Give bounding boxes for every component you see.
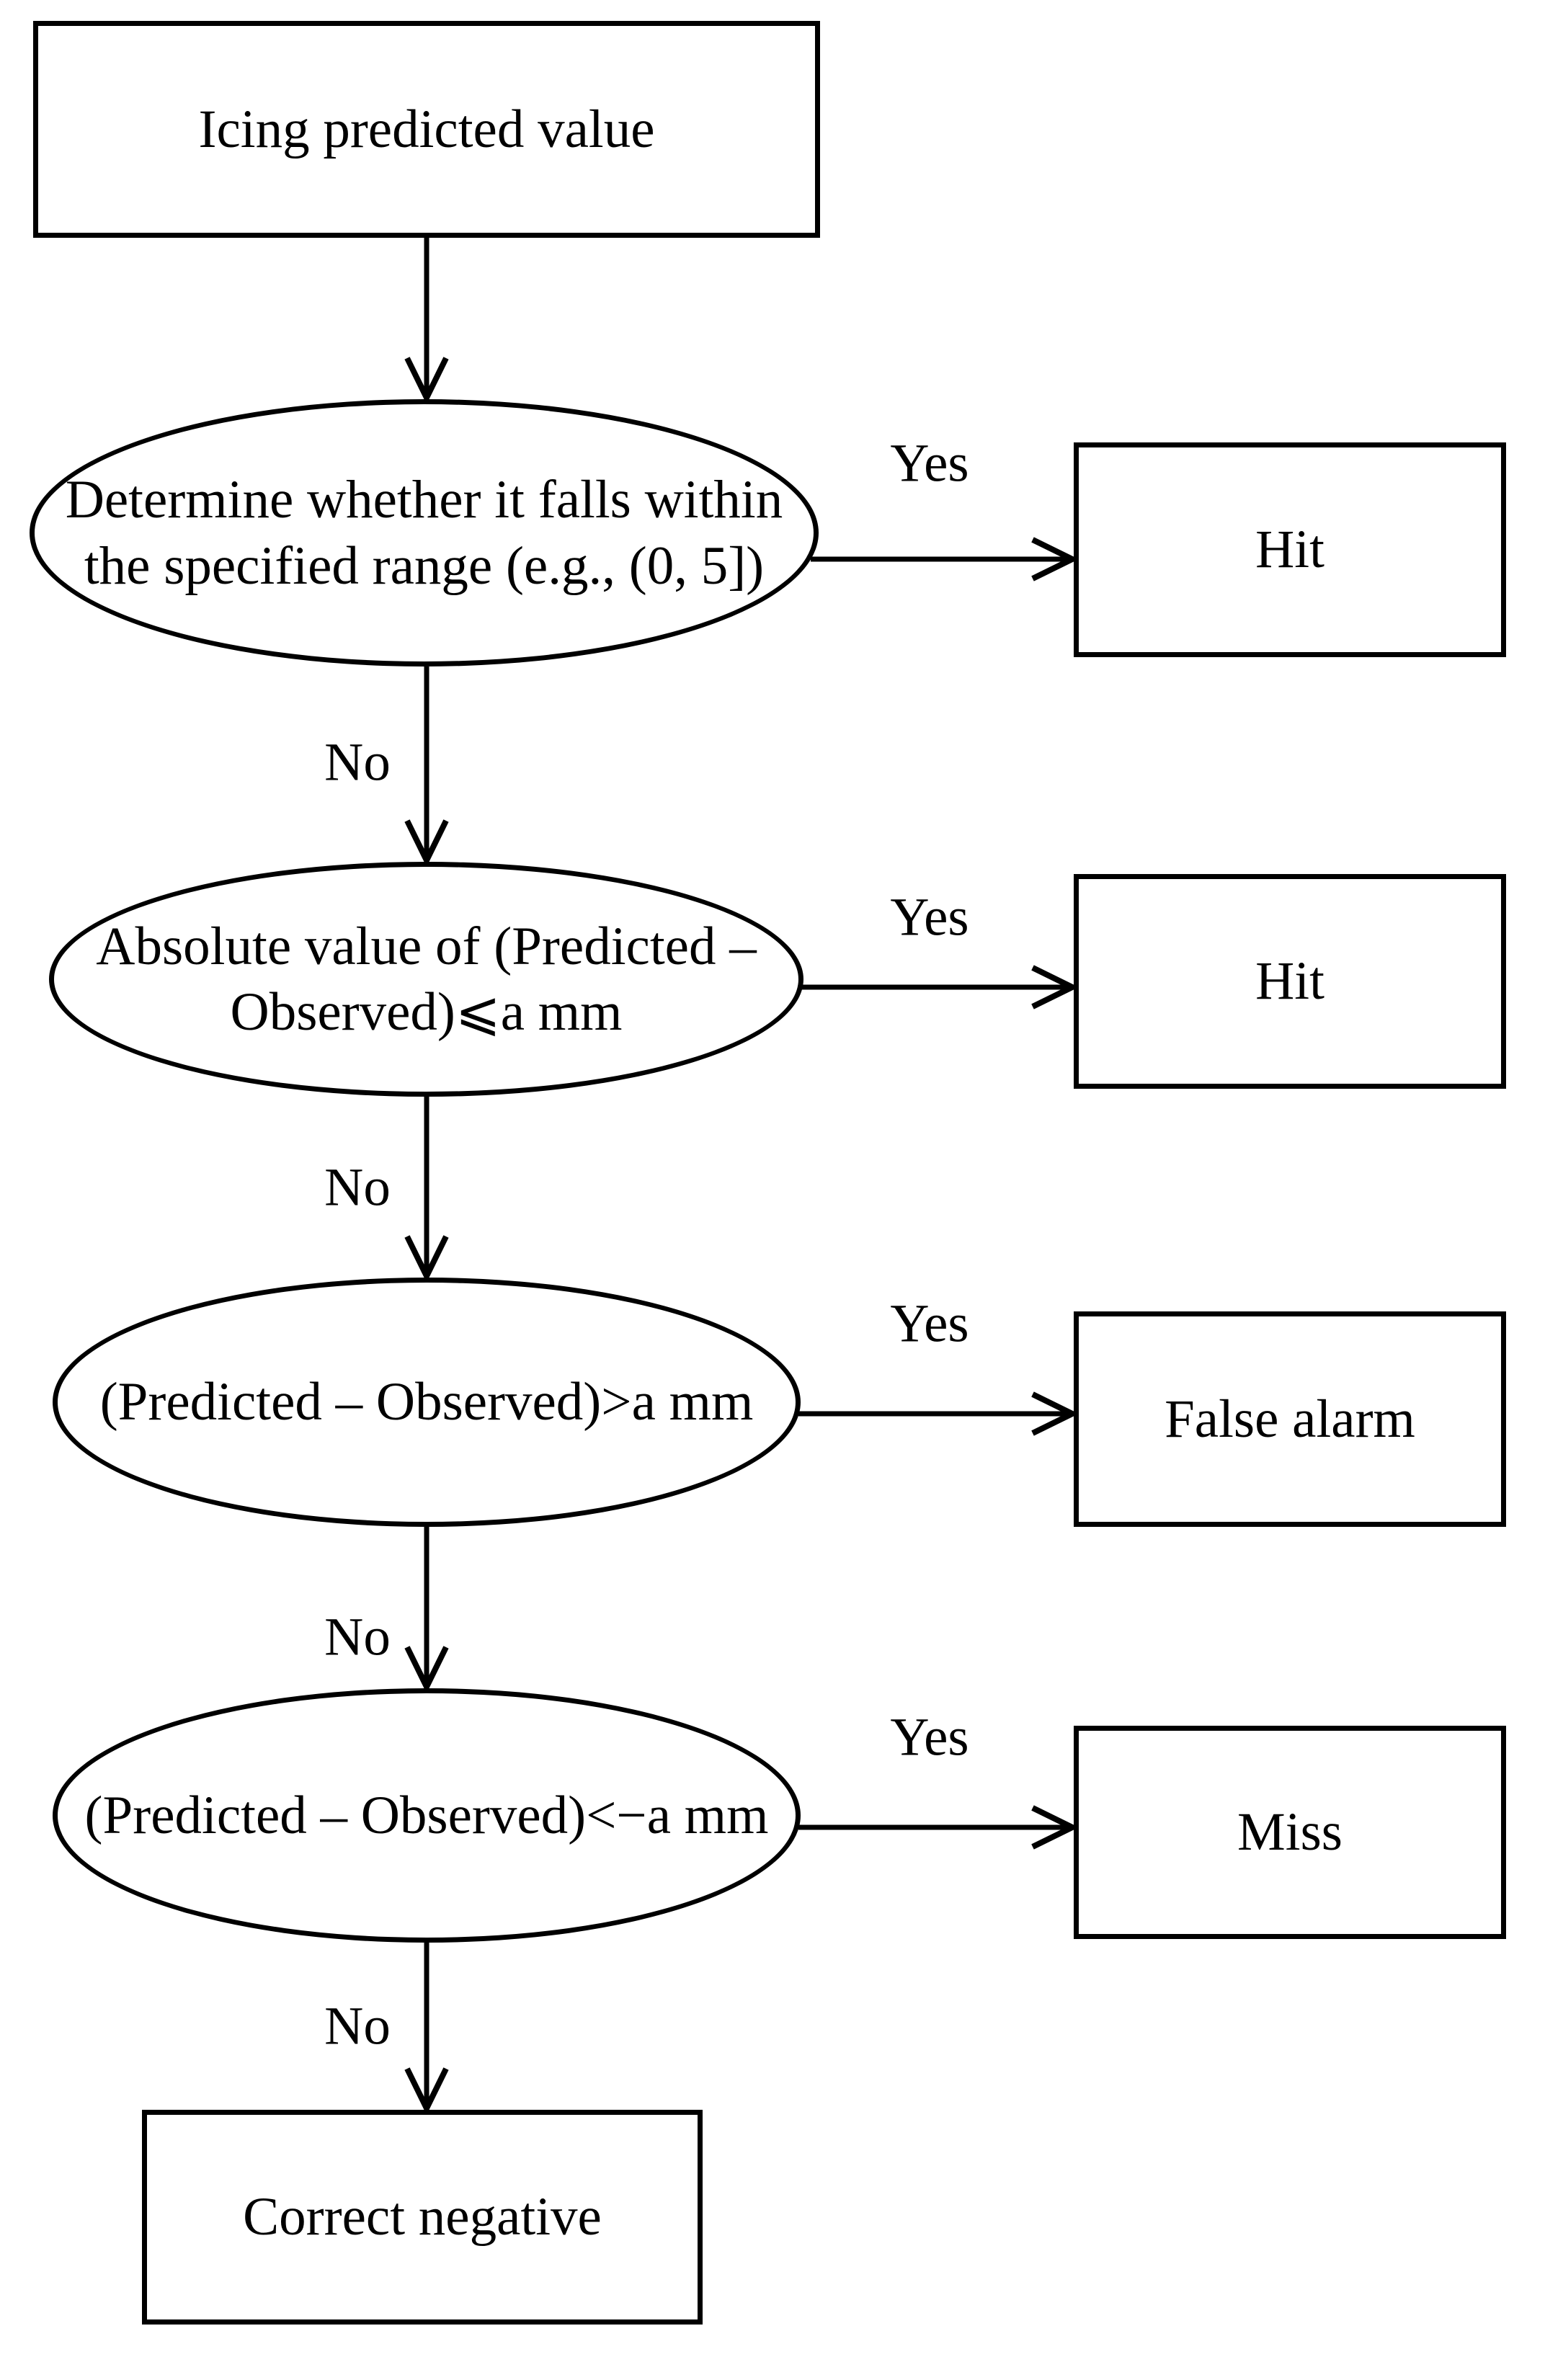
arrow-no-to-over-check	[404, 1097, 449, 1283]
node-icing-predicted-value: Icing predicted value	[33, 21, 820, 238]
node-miss: Miss	[1074, 1726, 1506, 1939]
arrow-start-to-range-check	[404, 238, 449, 405]
edge-label-yes-1: Yes	[890, 433, 969, 494]
decision-over-check: (Predicted – Observed)>a mm	[53, 1278, 801, 1527]
node-hit-2-label: Hit	[1255, 951, 1324, 1012]
edge-label-yes-3: Yes	[890, 1293, 969, 1354]
node-correct-negative-label: Correct negative	[243, 2187, 602, 2247]
edge-label-no-1: No	[324, 732, 391, 793]
arrow-no-to-abs-diff-check	[404, 667, 449, 868]
edge-label-yes-4: Yes	[890, 1707, 969, 1768]
node-hit-1: Hit	[1074, 442, 1506, 657]
edge-label-no-4: No	[324, 1996, 391, 2056]
node-hit-2: Hit	[1074, 874, 1506, 1089]
edge-label-yes-2: Yes	[890, 887, 969, 948]
edge-label-no-2: No	[324, 1157, 391, 1218]
node-icing-predicted-value-label: Icing predicted value	[198, 99, 655, 159]
node-correct-negative: Correct negative	[142, 2110, 703, 2325]
edge-label-no-3: No	[324, 1607, 391, 1667]
node-false-alarm: False alarm	[1074, 1311, 1506, 1527]
decision-under-check-label: (Predicted – Observed)<−a mm	[84, 1785, 769, 1845]
node-hit-1-label: Hit	[1255, 520, 1324, 580]
arrow-yes-to-miss	[798, 1805, 1079, 1850]
node-miss-label: Miss	[1237, 1802, 1343, 1863]
arrow-no-to-correct-negative	[404, 1943, 449, 2116]
arrow-yes-to-false-alarm	[798, 1391, 1079, 1436]
decision-abs-diff-check-label: Absolute value of (Predicted – Observed)…	[96, 916, 757, 1043]
decision-range-check-label: Determine whether it falls within the sp…	[65, 470, 783, 596]
node-false-alarm-label: False alarm	[1165, 1389, 1415, 1449]
arrow-no-to-under-check	[404, 1527, 449, 1694]
arrow-yes-to-hit-1	[811, 537, 1079, 581]
decision-under-check: (Predicted – Observed)<−a mm	[53, 1688, 801, 1943]
decision-range-check: Determine whether it falls within the sp…	[30, 399, 819, 667]
decision-abs-diff-check: Absolute value of (Predicted – Observed)…	[49, 862, 803, 1097]
decision-over-check-label: (Predicted – Observed)>a mm	[99, 1372, 754, 1432]
arrow-yes-to-hit-2	[801, 965, 1079, 1010]
